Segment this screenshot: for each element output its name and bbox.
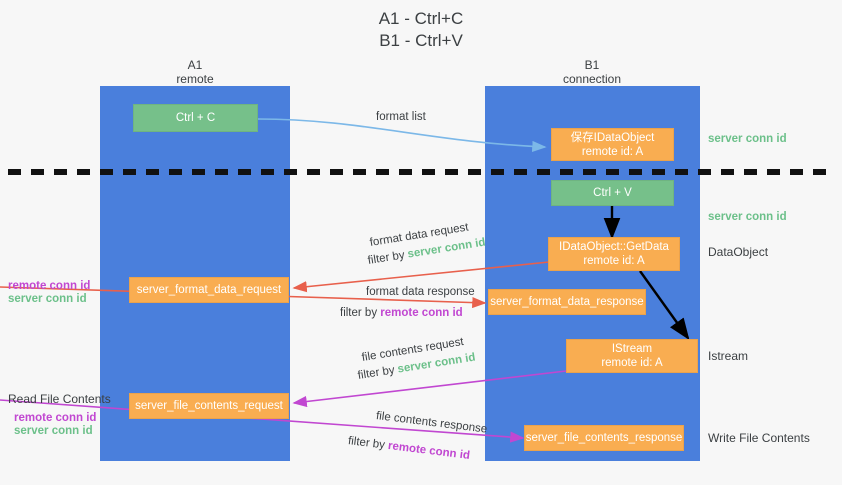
- tag-remote-conn-id-file: remote conn id: [14, 412, 97, 424]
- annotation-file-contents-request-filter-prefix: filter by: [356, 363, 399, 382]
- box-server-file-contents-response-label: server_file_contents_response: [525, 432, 683, 444]
- side-label-dataobject: DataObject: [708, 245, 769, 259]
- tag-server-conn-id-top: server conn id: [708, 133, 787, 145]
- box-istream-line1: IStream: [611, 343, 653, 355]
- tag-server-conn-id-format: server conn id: [8, 293, 87, 305]
- annotation-file-contents-response: file contents response: [375, 410, 488, 436]
- lane-a1-subtitle: remote: [176, 72, 214, 86]
- annotation-file-contents-response-filter-prefix: filter by: [347, 435, 389, 452]
- box-server-file-contents-request-label: server_file_contents_request: [135, 400, 283, 412]
- box-istream-line2: remote id: A: [601, 357, 663, 369]
- box-ctrl-c-label: Ctrl + C: [175, 112, 216, 124]
- title-line-1: A1 - Ctrl+C: [378, 9, 464, 28]
- box-istream[interactable]: IStream remote id: A: [566, 339, 698, 373]
- annotation-format-data-response-filter-value: remote conn id: [380, 307, 463, 319]
- lane-header-b1: B1 connection: [512, 58, 672, 86]
- lane-b1-name: B1: [584, 58, 600, 72]
- annotation-format-data-request-filter-prefix: filter by: [366, 248, 409, 267]
- annotation-file-contents-response-filter-value: remote conn id: [387, 439, 471, 462]
- box-ctrl-v-label: Ctrl + V: [593, 187, 632, 199]
- lane-a1-name: A1: [187, 58, 203, 72]
- title-line-2: B1 - Ctrl+V: [379, 31, 463, 50]
- box-idataobject[interactable]: 保存IDataObject remote id: A: [551, 128, 674, 161]
- tag-server-conn-id-getdata: server conn id: [708, 211, 787, 223]
- tag-remote-conn-id-format: remote conn id: [8, 280, 91, 292]
- box-server-format-data-request[interactable]: server_format_data_request: [129, 277, 289, 303]
- annotation-file-contents-response-filter: filter by remote conn id: [347, 434, 471, 464]
- annotation-format-data-response: format data response: [366, 286, 475, 298]
- annotation-format-list: format list: [376, 111, 426, 123]
- box-ctrl-v[interactable]: Ctrl + V: [551, 180, 674, 206]
- lane-b1-subtitle: connection: [562, 72, 622, 86]
- side-label-istream: Istream: [708, 349, 749, 363]
- box-server-format-data-request-label: server_format_data_request: [136, 284, 282, 296]
- box-getdata-line1: IDataObject::GetData: [559, 241, 669, 253]
- box-server-format-data-response[interactable]: server_format_data_response: [488, 289, 646, 315]
- side-label-read-file-contents: Read File Contents: [8, 392, 111, 406]
- annotation-format-data-response-filter-prefix: filter by: [340, 307, 381, 319]
- box-getdata-line2: remote id: A: [583, 255, 645, 267]
- side-label-write-file-contents: Write File Contents: [708, 431, 810, 445]
- box-getdata[interactable]: IDataObject::GetData remote id: A: [548, 237, 680, 271]
- box-server-format-data-response-label: server_format_data_response: [490, 296, 644, 308]
- page-title: A1 - Ctrl+C B1 - Ctrl+V: [0, 8, 842, 52]
- lane-header-a1: A1 remote: [115, 58, 275, 86]
- box-server-file-contents-response[interactable]: server_file_contents_response: [524, 425, 684, 451]
- tag-server-conn-id-file: server conn id: [14, 425, 93, 437]
- annotation-format-data-response-filter: filter by remote conn id: [340, 306, 463, 321]
- box-server-file-contents-request[interactable]: server_file_contents_request: [129, 393, 289, 419]
- box-idataobject-line2: remote id: A: [581, 145, 644, 158]
- box-ctrl-c[interactable]: Ctrl + C: [133, 104, 258, 132]
- box-idataobject-line1: 保存IDataObject: [570, 131, 655, 144]
